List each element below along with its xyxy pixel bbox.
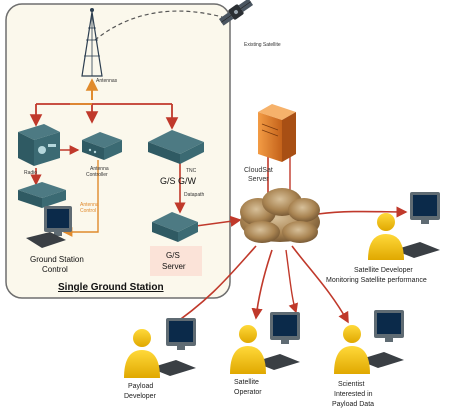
person-icon xyxy=(124,329,160,378)
satellite-operator-label: Satellite Operator xyxy=(234,379,262,396)
antennas-label: Antennas xyxy=(96,78,118,84)
gs-server-icon xyxy=(152,212,198,242)
monitor-icon xyxy=(26,206,72,248)
gs-server-box xyxy=(150,246,202,276)
antenna-control-label: Antenna Control xyxy=(80,202,100,214)
cloudsat-label: CloudSat Server xyxy=(244,167,275,183)
antenna-controller-icon xyxy=(82,132,122,160)
cloud-icon xyxy=(240,188,320,243)
satellite-icon xyxy=(218,0,254,26)
person-icon xyxy=(230,325,266,374)
monitor-icon xyxy=(394,192,440,258)
satellite-developer-user xyxy=(368,192,440,260)
server-icon xyxy=(258,104,296,162)
monitor-icon xyxy=(358,310,404,368)
monitor-icon xyxy=(254,312,300,370)
person-icon xyxy=(368,213,404,260)
datapath-label: Datapath xyxy=(184,192,205,198)
antenna-controller-label: Antenna Controller xyxy=(86,166,110,178)
satellite-operator-user xyxy=(230,312,300,374)
panel-title: Single Ground Station xyxy=(58,282,164,293)
tnc-label: TNC xyxy=(186,168,197,174)
scientist-user xyxy=(334,310,404,374)
gs-gw-label: G/S G/W xyxy=(160,176,197,186)
satellite-label: Existing Satellite xyxy=(244,42,281,48)
antenna-icon xyxy=(81,8,103,77)
monitor-icon xyxy=(150,318,196,376)
control-unit-icon xyxy=(18,182,66,208)
payload-developer-label: Payload Developer xyxy=(124,383,157,400)
scientist-label: Scientist Interested in Payload Data xyxy=(332,381,374,408)
payload-developer-user xyxy=(124,318,196,378)
connection-lines xyxy=(29,10,408,329)
gs-server-label: G/S Server xyxy=(162,251,186,271)
ground-station-control-label: Ground Station Control xyxy=(30,255,86,274)
tnc-icon xyxy=(148,130,204,164)
satellite-developer-label: Satellite Developer Monitoring Satellite… xyxy=(326,267,427,284)
radio-icon xyxy=(18,124,60,166)
person-icon xyxy=(334,325,370,374)
radio-label: Radio xyxy=(24,170,37,176)
